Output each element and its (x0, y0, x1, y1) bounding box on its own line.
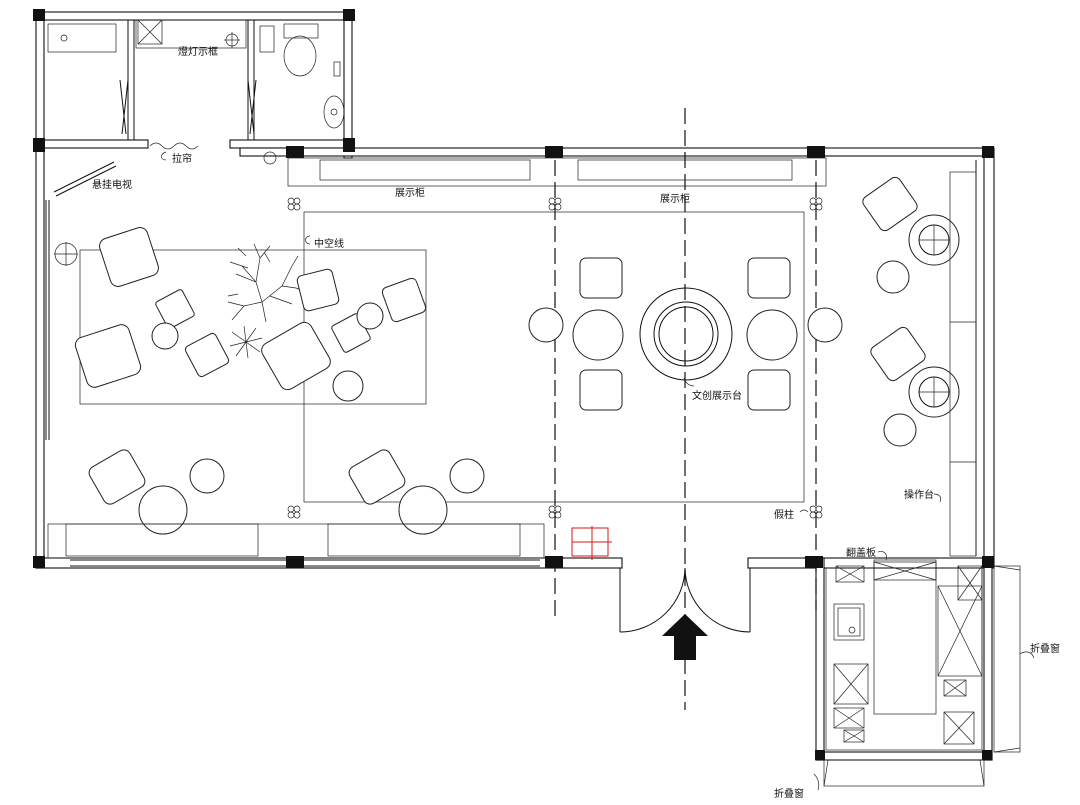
plant-decor (229, 325, 263, 359)
curtain-line (149, 142, 199, 150)
display-cabinet-left-label: 展示柜 (395, 186, 425, 199)
creative-display-table: 文创展示台 (528, 257, 843, 411)
display-cabinet-right-label: 展示柜 (660, 192, 690, 205)
entrance-arrow-icon (662, 614, 708, 660)
structural-columns (33, 9, 994, 760)
kitchen-area: 翻盖板 (825, 546, 983, 751)
void-line-label: 中空线 (314, 237, 344, 250)
exterior-walls (35, 11, 995, 761)
tree-decor (227, 243, 307, 323)
tv-label: 悬挂电视 (92, 178, 132, 191)
right-seating: 操作台 (862, 171, 977, 557)
bottom-benches (47, 523, 545, 559)
light-box-label: 燈灯示框 (178, 45, 218, 58)
fake-column-label: 假柱 (774, 508, 794, 521)
red-cross-marker-icon (571, 526, 612, 560)
axis-lines (554, 108, 817, 710)
folding-window-bottom-label: 折叠窗 (774, 787, 804, 800)
workbench-label: 操作台 (904, 488, 934, 501)
entrance-door (619, 567, 751, 660)
hanging-tv: 悬挂电视 (53, 161, 132, 197)
restroom-area: 燈灯示框 拉帘 (47, 19, 345, 165)
lounge-furniture-left (74, 227, 427, 402)
void-area: 中空线 (54, 211, 805, 503)
flip-board-label: 翻盖板 (846, 546, 876, 559)
creative-table-label: 文创展示台 (692, 389, 742, 402)
folding-window-right-label: 折叠窗 (1030, 642, 1060, 655)
fake-columns: 假柱 (287, 197, 823, 521)
folding-windows: 折叠窗 折叠窗 (774, 565, 1060, 800)
lounge-furniture-bottom (88, 449, 485, 535)
curtain-label: 拉帘 (172, 152, 192, 165)
